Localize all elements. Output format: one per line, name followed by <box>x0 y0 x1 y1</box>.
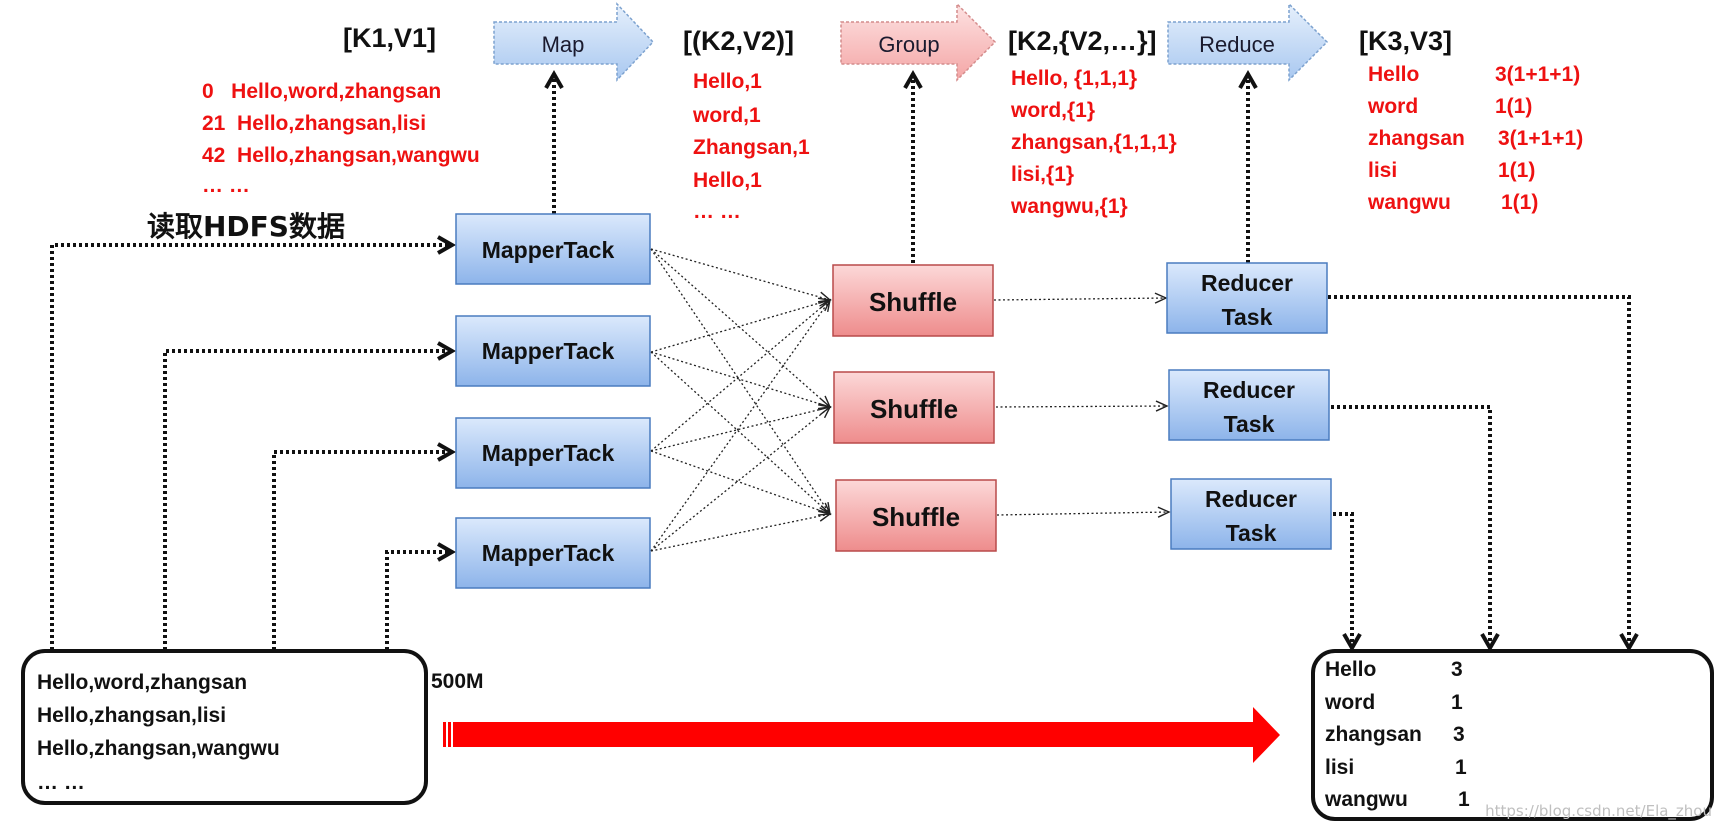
watermark-text: https://blog.csdn.net/Ela_zhou <box>1485 802 1712 821</box>
map-output-line: word,1 <box>692 104 761 127</box>
input-file-box: Hello,word,zhangsan Hello,zhangsan,lisi … <box>21 649 428 805</box>
group-output-line: Hello, {1,1,1} <box>1011 67 1137 90</box>
result-value: 3 <box>1453 723 1465 746</box>
header-k2v2: [(K2,V2)] <box>683 26 794 56</box>
group-output-line: word,{1} <box>1010 99 1095 122</box>
mapper-task-4[interactable]: MapperTack <box>455 517 651 589</box>
result-key: lisi <box>1325 756 1354 779</box>
reduce-output-value: 1(1) <box>1501 191 1538 214</box>
input-file-line: … … <box>37 771 85 794</box>
input-feed-arrow <box>272 442 457 650</box>
mapper-shuffle-links <box>650 248 832 552</box>
mapper-label: MapperTack <box>482 338 615 364</box>
header-k1v1: [K1,V1] <box>343 23 436 53</box>
result-value: 3 <box>1451 658 1463 681</box>
map-input-line: … … <box>202 174 250 197</box>
reduce-stage-label: Reduce <box>1199 32 1275 57</box>
reduce-output-value: 3(1+1+1) <box>1495 63 1580 86</box>
map-input-line: 0 Hello,word,zhangsan <box>202 80 441 103</box>
mapper-label: MapperTack <box>482 237 615 263</box>
shuffle-reducer-links <box>993 292 1171 518</box>
mapper-task-2[interactable]: MapperTack <box>455 315 651 387</box>
map-output-line: Hello,1 <box>693 169 762 192</box>
big-red-arrow <box>443 707 1280 763</box>
reduce-stage-arrow: Reduce <box>1167 2 1329 82</box>
map-output-line: … … <box>693 200 741 223</box>
input-file-line: Hello,zhangsan,lisi <box>37 704 226 727</box>
group-stage-label: Group <box>878 32 939 57</box>
result-key: wangwu <box>1324 788 1408 811</box>
reduce-output-value: 1(1) <box>1495 95 1532 118</box>
map-input-line: 21 Hello,zhangsan,lisi <box>202 112 426 135</box>
mapper-task-3[interactable]: MapperTack <box>455 417 651 489</box>
reduce-output-key: zhangsan <box>1368 127 1465 150</box>
reduce-output-key: lisi <box>1368 159 1397 182</box>
group-output-line: zhangsan,{1,1,1} <box>1011 131 1177 154</box>
input-file-line: Hello,zhangsan,wangwu <box>37 737 280 760</box>
shuffle-label: Shuffle <box>870 394 958 424</box>
reducer-label-line2: Task <box>1224 411 1275 437</box>
mapper-task-1[interactable]: MapperTack <box>455 213 651 285</box>
mapper-label: MapperTack <box>482 540 615 566</box>
map-output-records: Hello,1 word,1 Zhangsan,1 Hello,1 … … <box>692 70 810 223</box>
header-k3v3: [K3,V3] <box>1359 26 1452 56</box>
input-feed-arrows <box>50 235 457 650</box>
map-stage-arrow: Map <box>493 2 655 82</box>
reducer-label-line1: Reducer <box>1203 377 1295 403</box>
reducer-label-line2: Task <box>1226 520 1277 546</box>
map-stage-label: Map <box>542 32 585 57</box>
result-file-box: Hello 3 word 1 zhangsan 3 lisi 1 wangwu … <box>1311 649 1714 821</box>
result-value: 1 <box>1451 691 1463 714</box>
result-key: zhangsan <box>1325 723 1422 746</box>
reducer-label-line1: Reducer <box>1201 270 1293 296</box>
reducer-label-line1: Reducer <box>1205 486 1297 512</box>
group-output-line: wangwu,{1} <box>1010 195 1128 218</box>
input-size-label: 500M <box>431 670 484 693</box>
result-value: 1 <box>1458 788 1470 811</box>
map-output-line: Zhangsan,1 <box>693 136 810 159</box>
shuffle-task-3[interactable]: Shuffle <box>835 479 997 552</box>
shuffle-task-1[interactable]: Shuffle <box>832 264 994 337</box>
reducer-task-3[interactable]: Reducer Task <box>1170 478 1332 550</box>
header-k2-list: [K2,{V2,…}] <box>1008 26 1157 56</box>
reducer-label-line2: Task <box>1222 304 1273 330</box>
group-output-records: Hello, {1,1,1} word,{1} zhangsan,{1,1,1}… <box>1010 67 1177 218</box>
reduce-output-key: word <box>1367 95 1418 118</box>
input-feed-arrow <box>163 341 457 650</box>
result-key: Hello <box>1325 658 1376 681</box>
reducer-task-1[interactable]: Reducer Task <box>1166 262 1328 334</box>
reducer-task-2[interactable]: Reducer Task <box>1168 369 1330 441</box>
map-input-records: 0 Hello,word,zhangsan 21 Hello,zhangsan,… <box>202 80 480 197</box>
result-value: 1 <box>1455 756 1467 779</box>
shuffle-label: Shuffle <box>869 287 957 317</box>
input-file-line: Hello,word,zhangsan <box>37 671 247 694</box>
reduce-output-key: wangwu <box>1367 191 1451 214</box>
shuffle-task-2[interactable]: Shuffle <box>833 371 995 444</box>
group-output-line: lisi,{1} <box>1011 163 1074 186</box>
map-output-line: Hello,1 <box>693 70 762 93</box>
read-hdfs-label: 读取HDFS数据 <box>147 210 345 243</box>
reduce-output-records: Hello 3(1+1+1) word 1(1) zhangsan 3(1+1+… <box>1367 63 1583 214</box>
shuffle-label: Shuffle <box>872 502 960 532</box>
group-stage-arrow: Group <box>840 2 997 82</box>
reducer-output-arrows <box>1328 295 1639 653</box>
map-input-line: 42 Hello,zhangsan,wangwu <box>202 144 480 167</box>
mapper-label: MapperTack <box>482 440 615 466</box>
input-feed-arrow <box>50 235 457 650</box>
result-key: word <box>1324 691 1375 714</box>
reduce-output-key: Hello <box>1368 63 1419 86</box>
reduce-output-value: 1(1) <box>1498 159 1535 182</box>
reduce-output-value: 3(1+1+1) <box>1498 127 1583 150</box>
input-feed-arrow <box>385 542 457 650</box>
